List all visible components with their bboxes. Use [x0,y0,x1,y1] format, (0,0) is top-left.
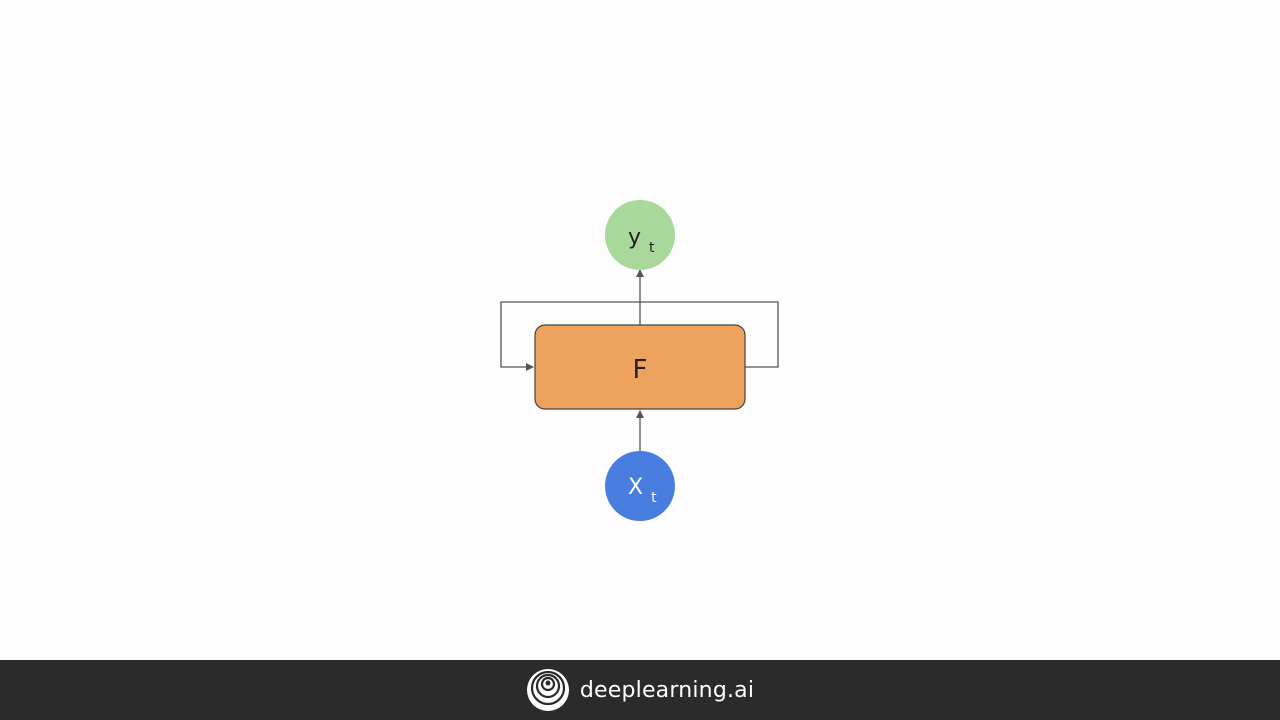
brand: deeplearning.ai [526,668,754,712]
input-node-label: X t [628,475,657,506]
function-node: F [534,324,746,410]
deeplearning-logo-icon [526,669,569,711]
input-node-subscript: t [651,490,657,506]
input-node-circle [605,451,675,521]
brand-name: deeplearning.ai [579,677,755,703]
function-node-label: F [633,355,648,385]
rnn-diagram: F y t X t [500,200,779,521]
function-node-box [534,324,746,410]
output-node-base: y [628,225,641,250]
output-node: y t [605,200,675,270]
input-node-base: X [628,475,643,500]
output-node-circle [605,200,675,270]
output-node-subscript: t [649,240,655,256]
input-node: X t [605,451,675,521]
slide: F y t X t [500,200,779,521]
output-node-label: y t [628,225,655,256]
footer-bar: deeplearning.ai [0,660,1280,720]
